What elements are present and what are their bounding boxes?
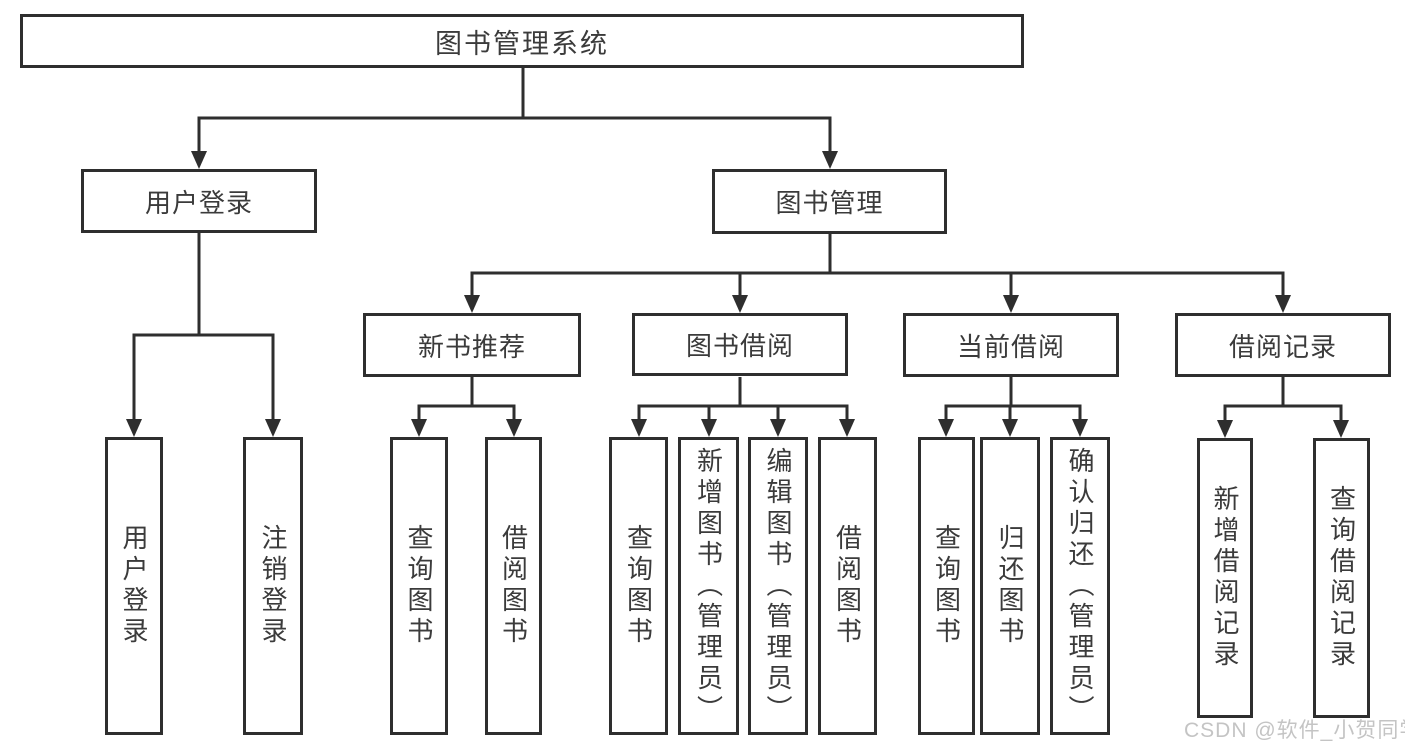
node-label: 查询借阅记录 — [1326, 485, 1357, 671]
edge-login-logout — [197, 233, 275, 421]
leaf-br-add-record: 新增借阅记录 — [1197, 438, 1253, 718]
arrowhead-icon — [411, 419, 427, 437]
arrowhead-icon — [732, 295, 748, 313]
edge-cb-query — [944, 377, 1013, 421]
arrowhead-icon — [1003, 295, 1019, 313]
node-book-management: 图书管理 — [712, 169, 947, 234]
arrowhead-icon — [265, 419, 281, 437]
arrowhead-icon — [938, 419, 954, 437]
edge-bb-borrow — [738, 377, 849, 421]
node-book-borrow: 图书借阅 — [632, 313, 848, 376]
leaf-rec-borrow-books: 借阅图书 — [485, 437, 542, 735]
edge-bb-edit — [738, 377, 780, 421]
node-label: 确认归还（管理员） — [1065, 446, 1095, 726]
arrowhead-icon — [1072, 419, 1088, 437]
node-label: 用户登录 — [144, 187, 253, 218]
arrowhead-icon — [839, 419, 855, 437]
edge-mgmt-records — [828, 234, 1285, 297]
arrowhead-icon — [506, 419, 522, 437]
edge-br-query — [1281, 377, 1343, 422]
node-user-login-branch: 用户登录 — [81, 169, 317, 233]
arrowhead-icon — [191, 151, 207, 169]
node-label: 新书推荐 — [417, 331, 526, 362]
edge-bb-add — [707, 377, 742, 421]
arrowhead-icon — [1333, 420, 1349, 438]
leaf-rec-query-books: 查询图书 — [390, 437, 448, 735]
leaf-br-query-record: 查询借阅记录 — [1313, 438, 1370, 718]
arrowhead-icon — [822, 151, 838, 169]
edge-rec-borrow — [470, 377, 516, 421]
node-label: 图书管理系统 — [435, 28, 609, 59]
arrowhead-icon — [464, 295, 480, 313]
arrowhead-icon — [701, 419, 717, 437]
arrowhead-icon — [126, 419, 142, 437]
edge-mgmt-borrow — [738, 234, 832, 297]
node-root-system: 图书管理系统 — [20, 14, 1024, 68]
node-borrow-records: 借阅记录 — [1175, 313, 1391, 377]
leaf-bb-borrow-books: 借阅图书 — [818, 437, 877, 735]
node-label: 注销登录 — [258, 524, 288, 648]
node-label: 图书管理 — [775, 188, 884, 218]
edge-bb-query — [637, 377, 742, 421]
node-label: 借阅记录 — [1228, 331, 1337, 362]
edge-cb-confirm — [1009, 377, 1082, 421]
edge-mgmt-current — [828, 234, 1013, 297]
node-label: 借阅图书 — [832, 524, 863, 648]
leaf-cb-return-books: 归还图书 — [980, 437, 1040, 735]
leaf-cb-confirm-return-admin: 确认归还（管理员） — [1050, 437, 1110, 735]
arrowhead-icon — [1275, 295, 1291, 313]
arrowhead-icon — [770, 419, 786, 437]
node-label: 查询图书 — [404, 524, 434, 648]
leaf-user-login: 用户登录 — [105, 437, 163, 735]
arrowhead-icon — [1217, 420, 1233, 438]
arrowhead-icon — [631, 419, 647, 437]
edge-mgmt-new-rec — [470, 234, 832, 297]
node-label: 新增图书（管理员） — [693, 446, 724, 726]
leaf-bb-edit-book-admin: 编辑图书（管理员） — [748, 437, 808, 735]
node-new-book-recommend: 新书推荐 — [363, 313, 581, 377]
node-label: 用户登录 — [119, 524, 149, 648]
node-label: 查询图书 — [931, 524, 962, 648]
node-label: 编辑图书（管理员） — [763, 446, 793, 726]
node-label: 新增借阅记录 — [1210, 485, 1240, 671]
node-label: 当前借阅 — [956, 331, 1065, 362]
node-label: 查询图书 — [623, 524, 654, 648]
edge-root-book-mgmt — [521, 68, 832, 153]
edge-rec-query — [417, 377, 474, 421]
leaf-logout: 注销登录 — [243, 437, 303, 735]
leaf-bb-add-book-admin: 新增图书（管理员） — [678, 437, 739, 735]
leaf-bb-query-books: 查询图书 — [609, 437, 668, 735]
edge-login-user-login — [132, 233, 201, 421]
arrowhead-icon — [1002, 419, 1018, 437]
csdn-watermark: CSDN @软件_小贺同学 — [1184, 719, 1405, 742]
node-current-borrow: 当前借阅 — [903, 313, 1119, 377]
node-label: 借阅图书 — [498, 524, 529, 648]
node-label: 图书借阅 — [685, 331, 794, 361]
edge-root-user-login — [197, 68, 525, 153]
leaf-cb-query-books: 查询图书 — [918, 437, 975, 735]
node-label: 归还图书 — [995, 524, 1025, 648]
edge-br-add — [1223, 377, 1285, 422]
